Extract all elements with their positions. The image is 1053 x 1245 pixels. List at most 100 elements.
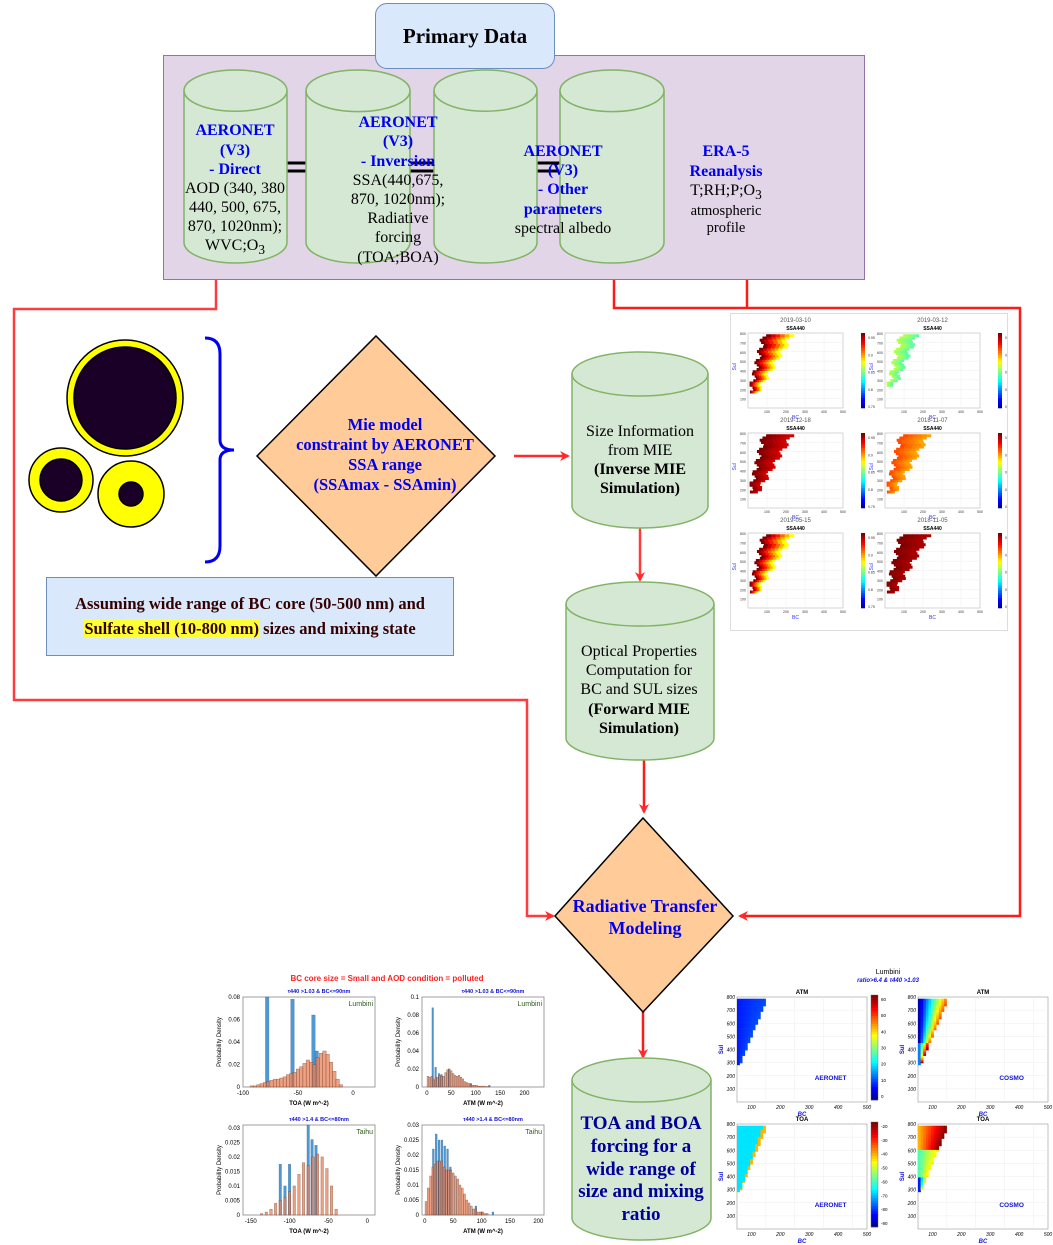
bar-model <box>443 1166 446 1216</box>
heat-cell <box>910 541 916 544</box>
heat-cell <box>931 1158 934 1161</box>
heat-cell <box>739 1042 743 1045</box>
heat-cell <box>744 1160 748 1163</box>
heat-cell <box>739 1129 743 1132</box>
heat-cell <box>925 1136 929 1139</box>
heat-cell <box>750 1158 753 1161</box>
bar-model <box>286 1074 291 1088</box>
bar-model <box>269 1208 273 1216</box>
colorbar-segment <box>998 475 1002 479</box>
source-line: 870, 1020nm); <box>187 218 283 236</box>
heat-cell <box>769 365 773 369</box>
heat-cell <box>757 579 760 583</box>
heat-cell <box>918 1004 921 1007</box>
heat-cell <box>744 1020 748 1023</box>
colorbar-segment <box>861 450 865 454</box>
y-tick: 0.1 <box>411 995 420 1001</box>
heat-cell <box>899 552 904 556</box>
heat-cell <box>920 1162 924 1165</box>
heat-cell <box>931 1149 934 1152</box>
colorbar-segment <box>861 358 865 361</box>
heat-cell <box>910 341 913 344</box>
y-tick: 600 <box>740 351 746 355</box>
colorbar-segment <box>998 443 1002 446</box>
heat-cell <box>918 1007 921 1011</box>
heat-cell <box>769 441 775 444</box>
y-tick: 100 <box>877 598 883 602</box>
heat-cell <box>904 550 910 553</box>
heat-cell <box>752 1004 756 1007</box>
heat-cell <box>908 463 912 467</box>
heat-cell <box>757 1142 761 1145</box>
heat-cell <box>739 1004 743 1007</box>
heat-cell <box>925 1171 929 1174</box>
heat-cell <box>766 477 769 480</box>
colorbar-segment <box>998 480 1002 484</box>
heat-cell <box>764 368 768 371</box>
heat-cell <box>763 1125 766 1128</box>
heat-cell <box>890 581 893 585</box>
y-tick: 600 <box>877 451 883 455</box>
heat-cell <box>761 341 766 344</box>
heat-cell <box>931 1155 934 1158</box>
heat-cell <box>755 1007 759 1011</box>
heat-cell <box>759 356 764 360</box>
heat-cell <box>753 479 756 483</box>
colorbar-tick: 0.75 <box>868 505 875 509</box>
heat-cell <box>903 334 907 338</box>
heat-cell <box>767 343 773 347</box>
heat-cell <box>894 486 897 489</box>
heat-cell <box>759 379 762 383</box>
y-tick: 300 <box>908 1061 917 1067</box>
heat-cell <box>933 1028 937 1031</box>
heat-cell <box>902 452 907 456</box>
heat-cell <box>742 1015 746 1018</box>
heat-cell <box>902 559 906 562</box>
heat-cell <box>737 1028 740 1031</box>
heat-cell <box>900 445 905 449</box>
heat-cell <box>892 488 895 492</box>
colorbar-segment <box>998 593 1002 596</box>
heat-cell <box>768 559 772 562</box>
heat-cell <box>742 1134 746 1138</box>
heat-cell <box>890 379 892 383</box>
y-label: Sul <box>869 363 875 370</box>
colorbar-segment <box>861 345 865 349</box>
heat-cell <box>742 1033 746 1036</box>
heat-cell <box>765 370 768 374</box>
heat-cell <box>916 434 922 438</box>
rtm-label: Radiative Transfer Modeling <box>572 896 718 938</box>
heat-cell <box>737 1138 740 1141</box>
heat-cell <box>906 338 910 342</box>
heat-cell <box>761 454 766 458</box>
source-line: AOD (340, 380 <box>185 179 285 197</box>
heat-cell <box>755 588 758 592</box>
heat-cell <box>747 1156 751 1160</box>
y-label: Probability Density <box>217 1145 223 1195</box>
heat-cell <box>764 350 769 353</box>
heat-cell <box>941 1004 945 1007</box>
heat-cell <box>888 490 890 494</box>
heat-cell <box>925 1024 929 1027</box>
heat-cell <box>750 1017 753 1020</box>
heat-cell <box>896 447 901 451</box>
heat-cell <box>918 1006 921 1009</box>
heat-cell <box>892 459 897 462</box>
colorbar-segment <box>998 445 1002 449</box>
heat-cell <box>760 470 763 474</box>
heat-cell <box>903 436 909 440</box>
heat-cell <box>928 1006 932 1009</box>
heat-cell <box>923 1017 927 1020</box>
x-tick: 0 <box>366 1219 370 1225</box>
heat-cell <box>739 1031 743 1034</box>
heat-cell <box>766 334 772 338</box>
heat-cell <box>758 559 763 562</box>
heat-cell <box>931 1017 934 1020</box>
bar-model <box>471 1084 474 1088</box>
heat-cell <box>928 1033 932 1036</box>
heat-cell <box>737 1133 740 1136</box>
heat-cell <box>895 377 898 380</box>
heat-cell <box>923 1138 927 1141</box>
heat-cell <box>892 486 895 489</box>
heat-cell <box>752 1002 756 1005</box>
